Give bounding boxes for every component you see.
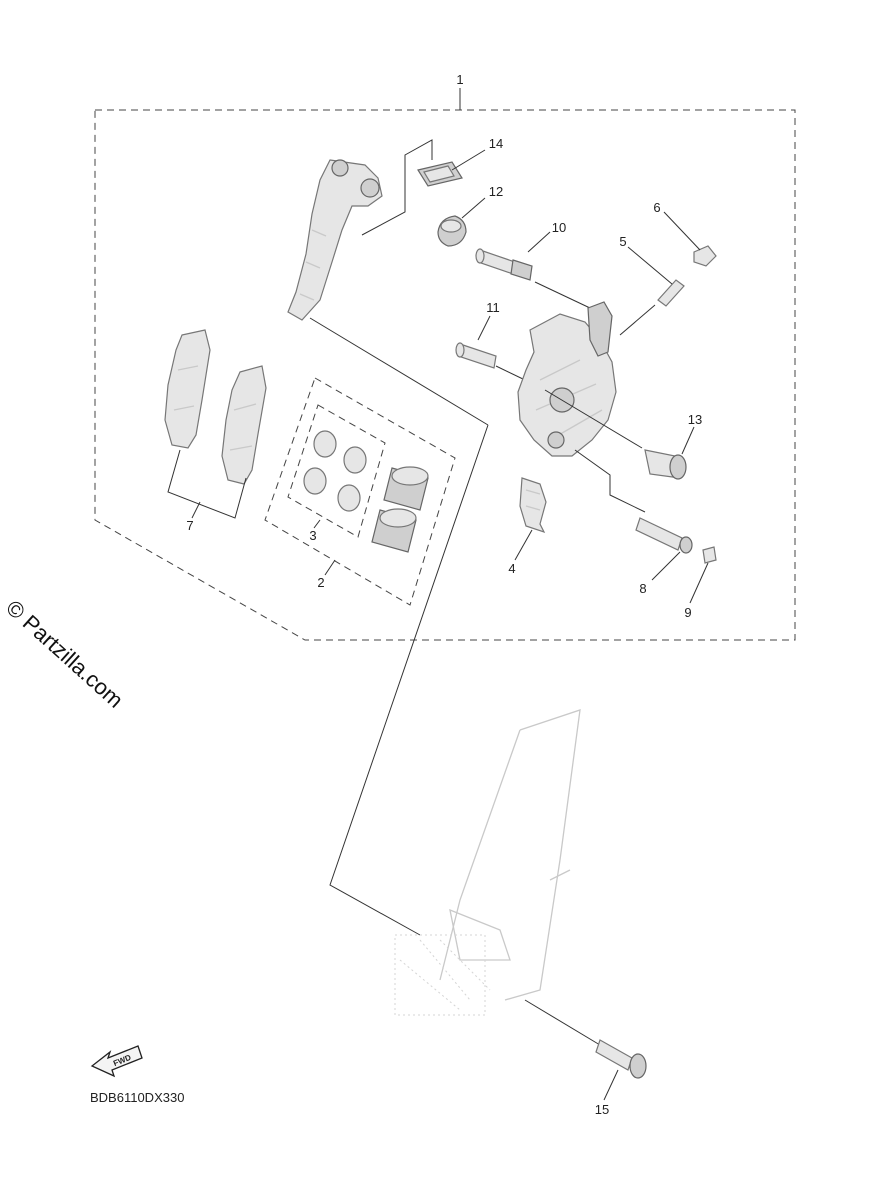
fwd-arrow-icon: FWD (90, 1045, 143, 1078)
brake-pads-part (164, 329, 267, 485)
leader-5-axis (619, 304, 656, 336)
leader-12 (461, 197, 486, 219)
leader-10 (527, 231, 551, 253)
pad-spring-part (519, 477, 547, 534)
pistons-part (371, 466, 429, 553)
callout-4: 4 (508, 561, 515, 576)
callout-11: 11 (486, 300, 500, 315)
bleed-cap-6-part (693, 245, 717, 267)
caliper-bracket-part (287, 159, 383, 321)
bleed-cap-part (437, 215, 467, 247)
bracket-step-line (361, 139, 433, 236)
leader-11-axis (495, 365, 526, 381)
slide-pin-10-part (475, 248, 533, 281)
leader-8 (651, 551, 681, 581)
leader-7 (167, 449, 247, 519)
caliper-body-part (517, 301, 617, 457)
leader-5 (627, 246, 673, 285)
leader-11 (477, 315, 491, 341)
callout-10: 10 (552, 220, 566, 235)
callout-2: 2 (317, 575, 324, 590)
leader-7-stem (191, 501, 201, 519)
plug-part (702, 546, 717, 564)
caliper-through-line (544, 389, 643, 449)
mount-line (329, 424, 489, 936)
fork-leg-ghost (394, 709, 581, 1016)
leader-15-axis (524, 999, 601, 1046)
seals-part (303, 430, 367, 512)
assembly-boundary (94, 109, 796, 641)
callout-8: 8 (639, 581, 646, 596)
leader-15 (603, 1069, 619, 1101)
callout-13: 13 (688, 412, 702, 427)
callout-15: 15 (595, 1102, 609, 1117)
callout-14: 14 (489, 136, 503, 151)
callout-5: 5 (619, 234, 626, 249)
bleed-screw-part (657, 279, 685, 307)
caliper-bolt-line (574, 449, 646, 513)
leader-14 (451, 149, 486, 171)
leader-4 (514, 529, 533, 561)
callout-3: 3 (309, 528, 316, 543)
diagram-code: BDB6110DX330 (90, 1090, 184, 1105)
pin-clip-part (417, 161, 463, 187)
bolt-15-part (595, 1039, 647, 1079)
callout-1: 1 (456, 72, 463, 87)
pad-pin-part (635, 517, 693, 554)
leader-3 (313, 519, 321, 529)
callout-6: 6 (653, 200, 660, 215)
leader-6 (663, 211, 701, 251)
piston-kit-boundary (264, 377, 456, 606)
slide-pin-11-part (455, 342, 497, 369)
leader-9 (689, 562, 709, 604)
leader-13 (681, 426, 695, 455)
cap-bolt-13-part (644, 449, 687, 480)
callout-12: 12 (489, 184, 503, 199)
callout-7: 7 (186, 518, 193, 533)
leader-10-axis (534, 281, 591, 309)
callout-9: 9 (684, 605, 691, 620)
seal-kit-boundary (287, 404, 386, 538)
leader-2 (324, 559, 336, 576)
bracket-to-mount-line (309, 317, 489, 426)
